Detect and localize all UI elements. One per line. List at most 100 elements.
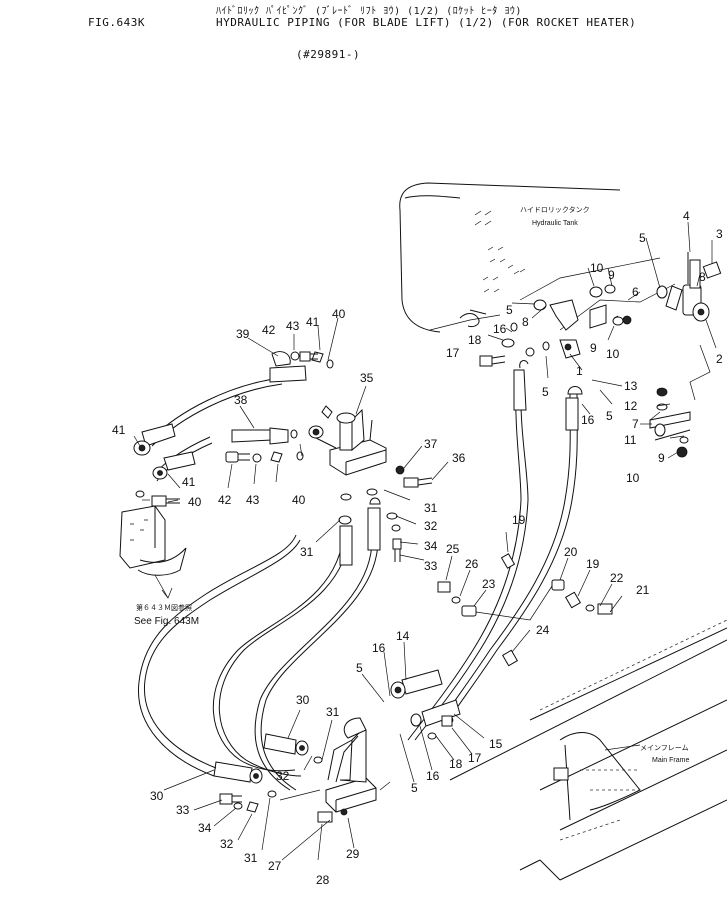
part-callouts: 1 2 3 4 5 5 5 5 5 5 6 7 8 8 9 9 9 10 10 … [112,209,723,887]
callout: 19 [512,513,526,527]
callout: 38 [234,393,248,407]
callout: 10 [590,261,604,275]
callout: 10 [626,471,640,485]
tank-label-en: Hydraulic Tank [532,220,578,227]
callout: 4 [683,209,690,223]
upper-valve-block [308,405,433,488]
callout: 7 [632,417,639,431]
callout: 16 [372,641,386,655]
callout: 29 [346,847,360,861]
callout: 5 [411,781,418,795]
callout: 13 [624,379,638,393]
callout: 3 [716,227,723,241]
callout: 22 [610,571,624,585]
diagram-title: HYDRAULIC PIPING (FOR BLADE LIFT) (1/2) … [216,16,637,29]
callout: 40 [332,307,346,321]
clamps-mid-right [437,553,613,667]
frame-label-en: Main Frame [652,757,689,764]
callout: 32 [424,519,438,533]
upper-right-connector [656,252,722,322]
callout: 17 [446,346,460,360]
callout: 33 [176,803,190,817]
main-frame [449,619,727,881]
callout: 16 [493,322,507,336]
callout: 40 [188,495,202,509]
callout: 14 [396,629,410,643]
callout: 8 [522,315,529,329]
callout: 18 [468,333,482,347]
callout: 40 [292,493,306,507]
japanese-title: ﾊｲﾄﾞﾛﾘｯｸ ﾊﾟｲﾋﾟﾝｸﾞ (ﾌﾞﾚｰﾄﾞ ﾘﾌﾄ ﾖｳ) (1/2) … [216,6,522,17]
callout: 35 [360,371,374,385]
leader-lines [133,221,717,861]
suction-hoses [407,360,583,741]
callout: 19 [586,557,600,571]
callout: 9 [608,268,615,282]
callout: 16 [426,769,440,783]
frame-label-jp: メインフレーム [640,744,689,752]
lower-fittings [390,669,461,740]
serial-range: (#29891-) [296,48,361,61]
see-figure-jp: 第６４３Ｍ図参照 [136,603,192,612]
callout: 2 [716,352,723,366]
callout: 43 [246,493,260,507]
callout: 36 [452,451,466,465]
callout: 1 [576,364,583,378]
callout: 41 [112,423,126,437]
callout: 43 [286,319,300,333]
callout: 5 [356,661,363,675]
callout: 9 [590,341,597,355]
callout: 30 [296,693,310,707]
left-hose-assembly [133,351,334,507]
callout: 23 [482,577,496,591]
callout: 31 [244,851,258,865]
see-figure-en: See Fig. 643M [134,616,199,627]
tank-label-jp: ハイドロリックタンク [520,205,590,214]
callout: 6 [632,285,639,299]
lower-valve-block [317,717,377,823]
callout: 27 [268,859,282,873]
callout: 5 [506,303,513,317]
callout: 42 [262,323,276,337]
tank-outlet-fittings [501,299,581,359]
callout: 5 [639,231,646,245]
callout: 21 [636,583,650,597]
callout: 28 [316,873,330,887]
washers-top [589,284,632,329]
mid-vertical-hoses [212,488,381,791]
callout: 32 [276,769,290,783]
callout: 26 [465,557,479,571]
callout: 5 [606,409,613,423]
callout: 25 [446,542,460,556]
callout: 34 [424,539,438,553]
callout: 34 [198,821,212,835]
callout: 31 [424,501,438,515]
right-clamp-assembly [649,344,711,458]
left-reference-block [119,505,187,599]
callout: 15 [489,737,503,751]
callout: 8 [699,270,706,284]
callout: 41 [306,315,320,329]
callout: 41 [182,475,196,489]
callout: 24 [536,623,550,637]
callout: 18 [449,757,463,771]
hydraulic-tank [399,182,621,333]
callout: 42 [218,493,232,507]
figure-number: FIG.643K [88,16,145,29]
callout: 10 [606,347,620,361]
callout: 32 [220,837,234,851]
bolt-17-top [479,355,506,367]
callout: 31 [300,545,314,559]
callout: 37 [424,437,438,451]
callout: 20 [564,545,578,559]
lower-left-hoses [138,534,323,813]
callout: 39 [236,327,250,341]
clamps-mid [386,512,402,562]
callout: 12 [624,399,638,413]
callout: 5 [542,385,549,399]
callout: 11 [624,433,637,447]
callout: 33 [424,559,438,573]
callout: 30 [150,789,164,803]
